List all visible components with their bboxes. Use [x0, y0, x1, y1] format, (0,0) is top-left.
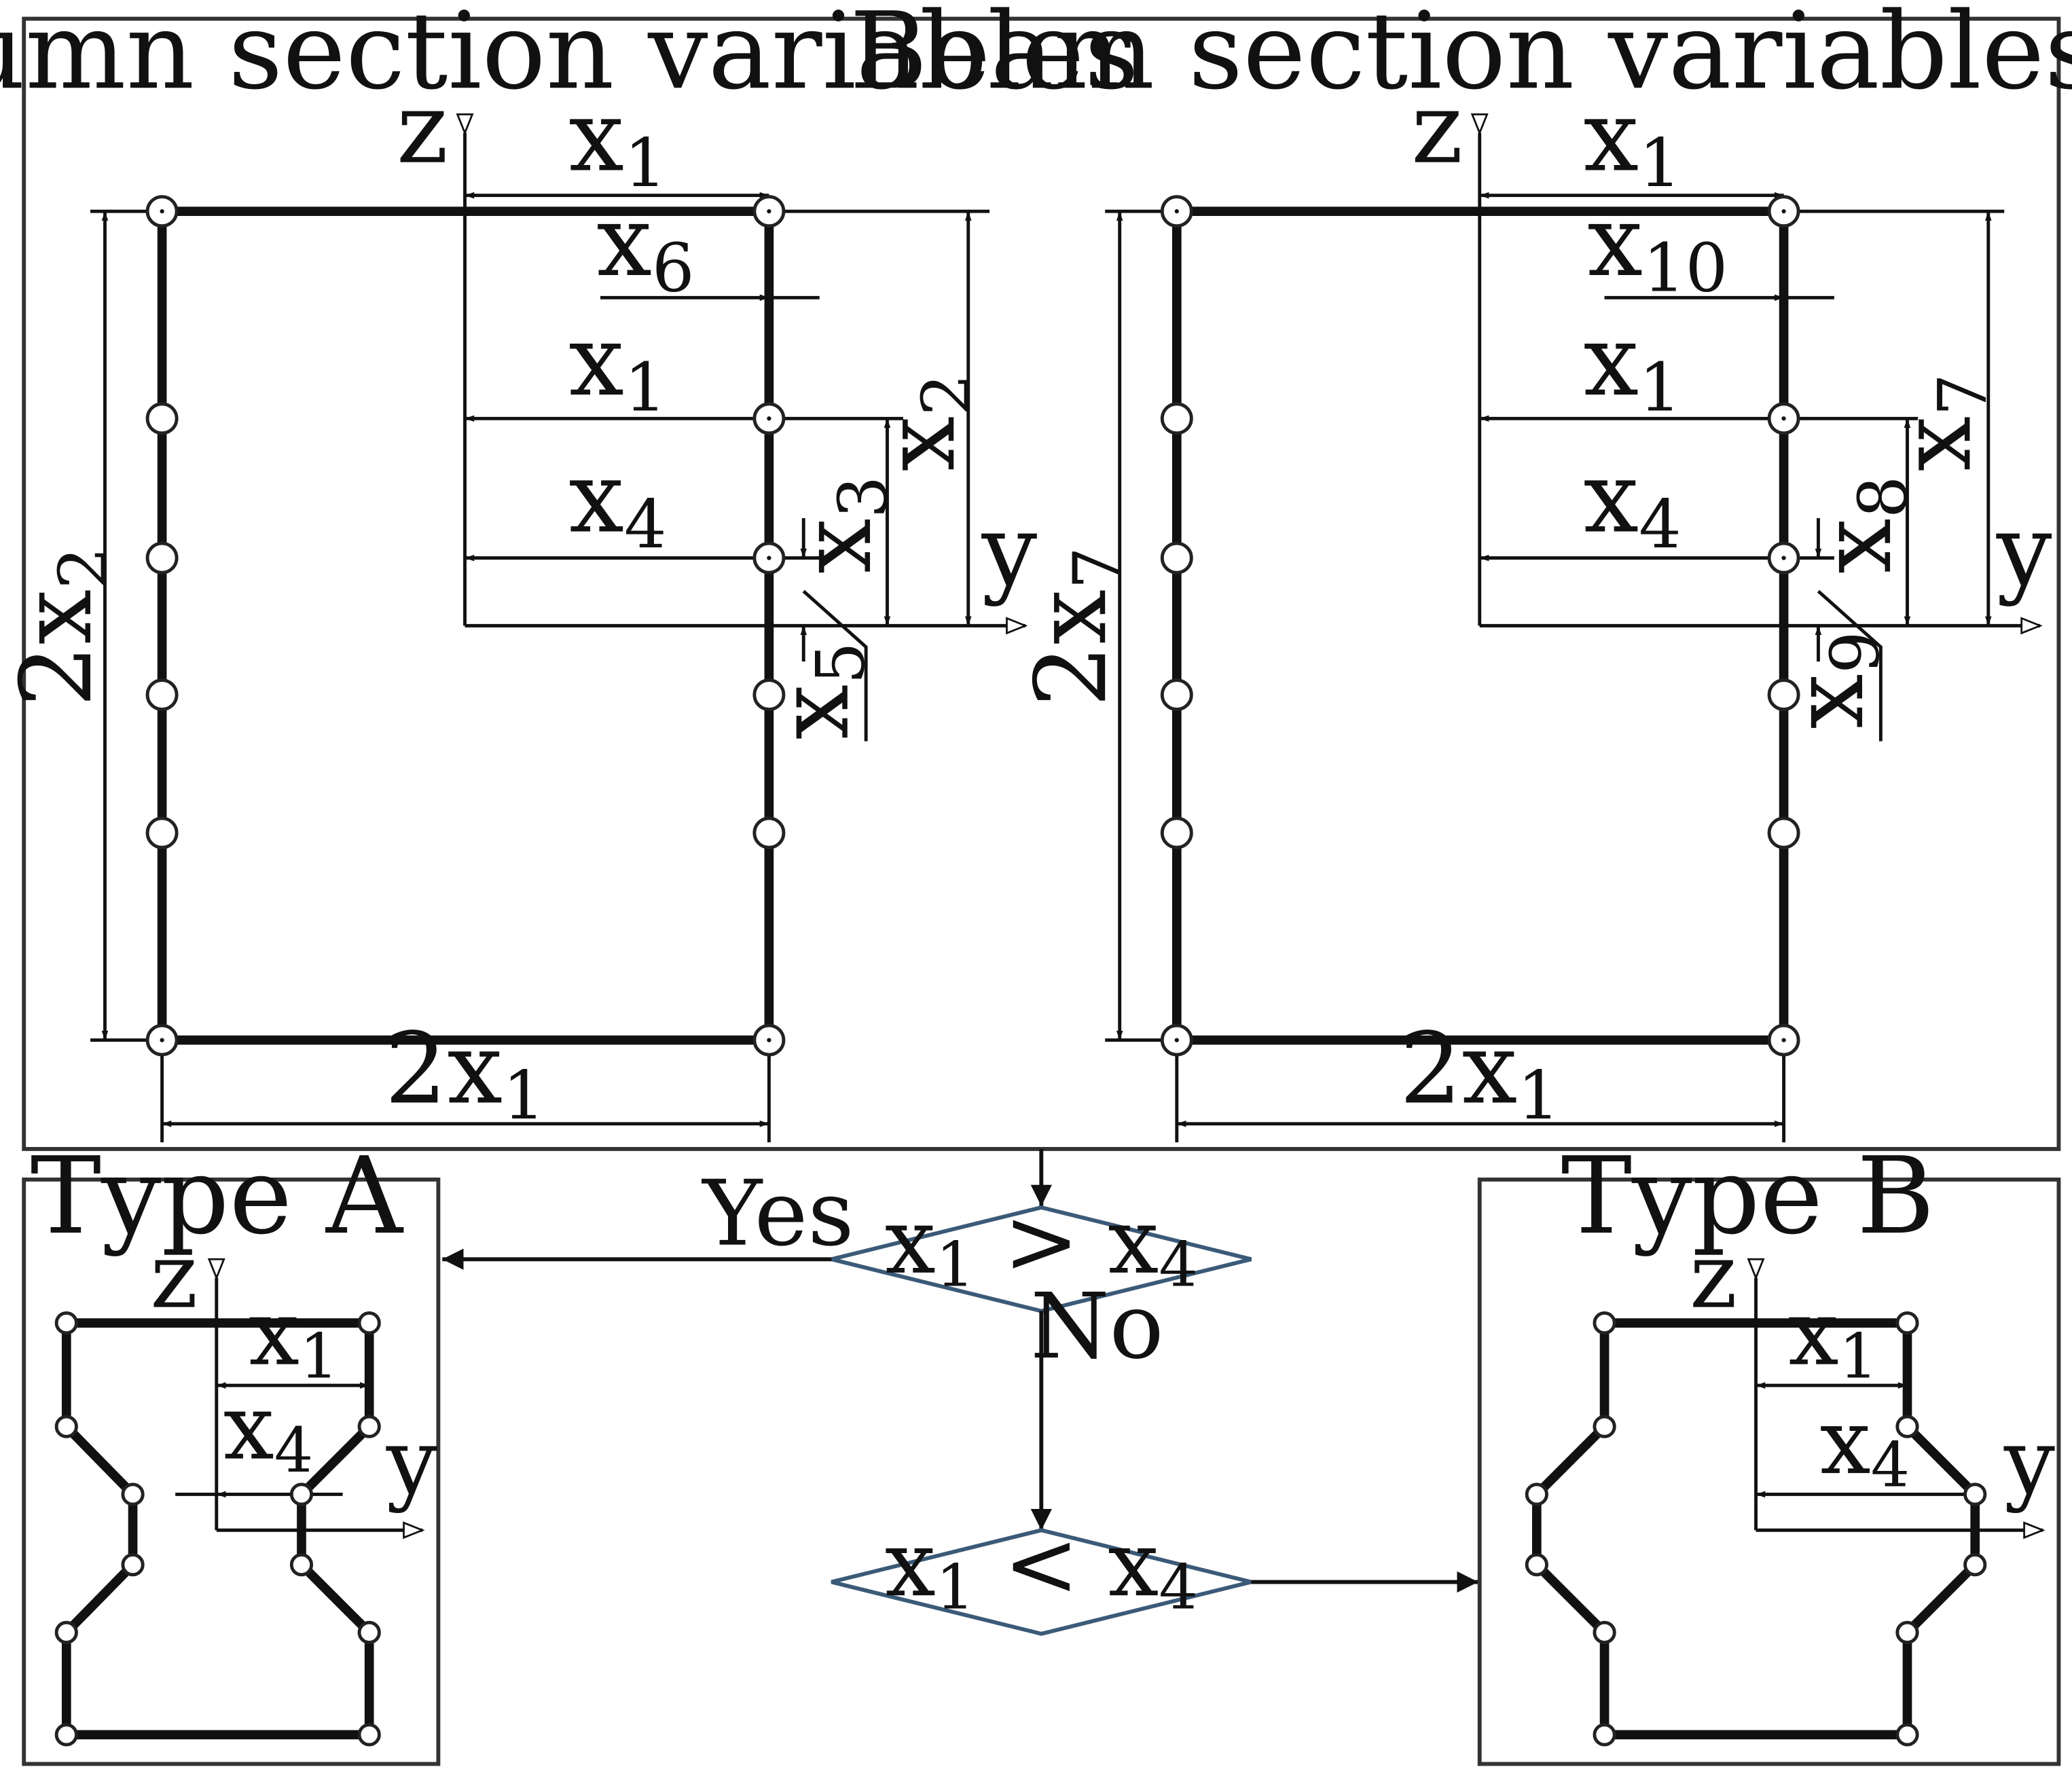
- column-y-label: y: [981, 494, 1038, 608]
- column-label-x1-top: x1: [568, 80, 666, 202]
- column-label-x4: x4: [568, 441, 666, 564]
- beam-label-x9: x9: [1772, 631, 1894, 729]
- type-a-label-x1: x1: [249, 1281, 339, 1393]
- decision-flow: x1 > x4 Yes No x1 < x4: [442, 1148, 1478, 1636]
- beam-label-width: 2x1: [1400, 1012, 1560, 1134]
- type-a-label-x4: x4: [223, 1376, 314, 1487]
- type-a-y-label: y: [386, 1410, 437, 1514]
- type-a-section-drawing: z y x1 x4: [54, 1224, 437, 1747]
- column-section-title: Column section variables: [0, 0, 1139, 113]
- column-label-x3: x3: [780, 476, 902, 574]
- flow-yes-label: Yes: [701, 1162, 854, 1267]
- beam-label-x1-mid: x1: [1584, 304, 1682, 426]
- type-a-panel: [22, 1177, 441, 1766]
- column-label-height: 2x2: [0, 547, 122, 707]
- beam-label-height: 2x7: [1015, 547, 1137, 707]
- column-label-x2: x2: [863, 374, 985, 471]
- type-b-y-label: y: [2003, 1410, 2055, 1514]
- type-a-title: Type A: [31, 1134, 404, 1258]
- beam-label-x8: x8: [1800, 476, 1922, 574]
- type-b-panel: [1477, 1177, 2061, 1766]
- type-a-z-label: z: [150, 1224, 198, 1329]
- type-b-label-x1: x1: [1788, 1281, 1878, 1393]
- condition-1-text: x1 > x4: [885, 1190, 1198, 1301]
- condition-2-text: x1 < x4: [885, 1512, 1198, 1624]
- section-variables-panel: [22, 16, 2061, 1151]
- type-b-label-x4: x4: [1820, 1390, 1910, 1501]
- beam-label-x10: x10: [1587, 185, 1728, 307]
- column-label-width: 2x1: [384, 1012, 545, 1134]
- type-b-title: Type B: [1561, 1134, 1935, 1258]
- column-section-drawing: z y x1 x6 x1: [0, 72, 1038, 1143]
- beam-y-label: y: [1996, 494, 2052, 608]
- beam-section-drawing: z y x1 x10 x1 x4 x7: [1015, 72, 2052, 1143]
- column-rebar-nodes: [145, 195, 786, 1057]
- column-z-label: z: [397, 72, 448, 186]
- type-b-section-drawing: z y x1 x4: [1525, 1224, 2055, 1747]
- beam-section-title: Beam section variables: [850, 0, 2072, 113]
- column-label-x6: x6: [596, 185, 694, 307]
- beam-label-x7: x7: [1879, 374, 2001, 471]
- beam-label-x4: x4: [1584, 441, 1682, 564]
- beam-label-x1-top: x1: [1584, 80, 1682, 202]
- type-b-nodes: [1525, 1311, 1987, 1747]
- condition-x1-less-x4: [831, 1528, 1252, 1636]
- flow-no-label: No: [1030, 1275, 1163, 1379]
- type-b-z-label: z: [1690, 1224, 1737, 1329]
- column-label-x1-mid: x1: [568, 304, 666, 426]
- type-a-nodes: [54, 1311, 381, 1747]
- beam-rebar-nodes: [1160, 195, 1800, 1057]
- column-label-x5: x5: [757, 642, 879, 740]
- beam-z-label: z: [1411, 72, 1463, 186]
